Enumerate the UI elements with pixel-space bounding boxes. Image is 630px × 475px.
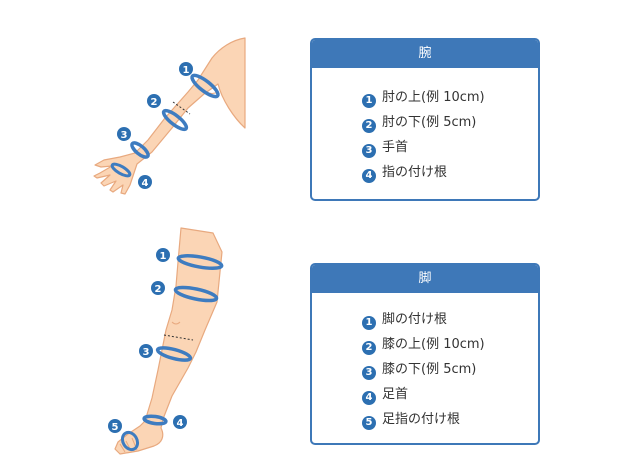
- leg-band-1: [176, 254, 224, 270]
- svg-text:3: 3: [121, 130, 128, 141]
- arm-skin: [93, 37, 246, 195]
- leg-band-5: [120, 430, 140, 452]
- svg-text:1: 1: [183, 65, 190, 76]
- arm-item-1-number: 1: [362, 94, 376, 108]
- arm-item-1-label: 肘の上(例 10cm): [382, 90, 485, 105]
- arm-marker-2: 2: [147, 94, 161, 108]
- leg-item-4: 4 足首: [362, 387, 409, 405]
- leg-item-2-number: 2: [362, 341, 376, 355]
- arm-card-title: 腕: [312, 40, 538, 68]
- arm-item-3: 3 手首: [362, 140, 409, 158]
- leg-illustration: 1 2 3 4 5: [108, 227, 224, 455]
- arm-illustration: 1 2 3 4: [93, 37, 246, 195]
- arm-card: 腕 1 肘の上(例 10cm) 2 肘の下(例 5cm) 3 手首 4 指の付け根: [310, 38, 540, 201]
- arm-band-3: [130, 141, 150, 159]
- arm-item-4-number: 4: [362, 169, 376, 183]
- svg-text:4: 4: [142, 178, 149, 189]
- leg-item-2: 2 膝の上(例 10cm): [362, 337, 485, 355]
- leg-card-title: 脚: [312, 265, 538, 293]
- leg-item-4-label: 足首: [382, 387, 409, 402]
- leg-band-4: [142, 414, 168, 426]
- arm-item-2-number: 2: [362, 119, 376, 133]
- leg-band-2: [173, 285, 219, 303]
- leg-marker-3: 3: [139, 344, 153, 358]
- leg-item-3-number: 3: [362, 366, 376, 380]
- leg-knee-dashed: [163, 334, 194, 341]
- svg-text:2: 2: [151, 97, 158, 108]
- leg-knee-crease: [171, 321, 181, 325]
- arm-band-1: [190, 73, 220, 99]
- leg-item-1-label: 脚の付け根: [382, 312, 448, 327]
- leg-item-5: 5 足指の付け根: [362, 412, 461, 430]
- leg-item-2-label: 膝の上(例 10cm): [382, 337, 485, 352]
- arm-item-3-number: 3: [362, 144, 376, 158]
- leg-item-5-label: 足指の付け根: [382, 412, 461, 427]
- svg-text:4: 4: [177, 418, 184, 429]
- leg-item-3: 3 膝の下(例 5cm): [362, 362, 477, 380]
- svg-text:3: 3: [143, 347, 150, 358]
- arm-item-2-label: 肘の下(例 5cm): [382, 115, 477, 130]
- arm-item-4-label: 指の付け根: [382, 165, 448, 180]
- arm-band-4: [110, 162, 132, 178]
- arm-marker-4: 4: [138, 175, 152, 189]
- leg-item-4-number: 4: [362, 391, 376, 405]
- leg-marker-4: 4: [173, 415, 187, 429]
- leg-item-1: 1 脚の付け根: [362, 312, 448, 330]
- svg-text:2: 2: [155, 284, 162, 295]
- leg-marker-2: 2: [151, 281, 165, 295]
- arm-item-1: 1 肘の上(例 10cm): [362, 90, 485, 108]
- leg-band-3: [155, 346, 193, 362]
- leg-marker-5: 5: [108, 419, 122, 433]
- arm-item-4: 4 指の付け根: [362, 165, 448, 183]
- leg-item-3-label: 膝の下(例 5cm): [382, 362, 477, 377]
- arm-marker-1: 1: [179, 62, 193, 76]
- leg-marker-1: 1: [156, 248, 170, 262]
- arm-item-2: 2 肘の下(例 5cm): [362, 115, 477, 133]
- leg-skin: [114, 227, 223, 455]
- arm-elbow-dashed: [172, 101, 191, 115]
- arm-marker-3: 3: [117, 127, 131, 141]
- svg-text:5: 5: [112, 422, 119, 433]
- arm-band-2: [161, 108, 189, 132]
- leg-item-5-number: 5: [362, 416, 376, 430]
- arm-item-3-label: 手首: [382, 140, 409, 155]
- leg-item-1-number: 1: [362, 316, 376, 330]
- svg-text:1: 1: [160, 251, 167, 262]
